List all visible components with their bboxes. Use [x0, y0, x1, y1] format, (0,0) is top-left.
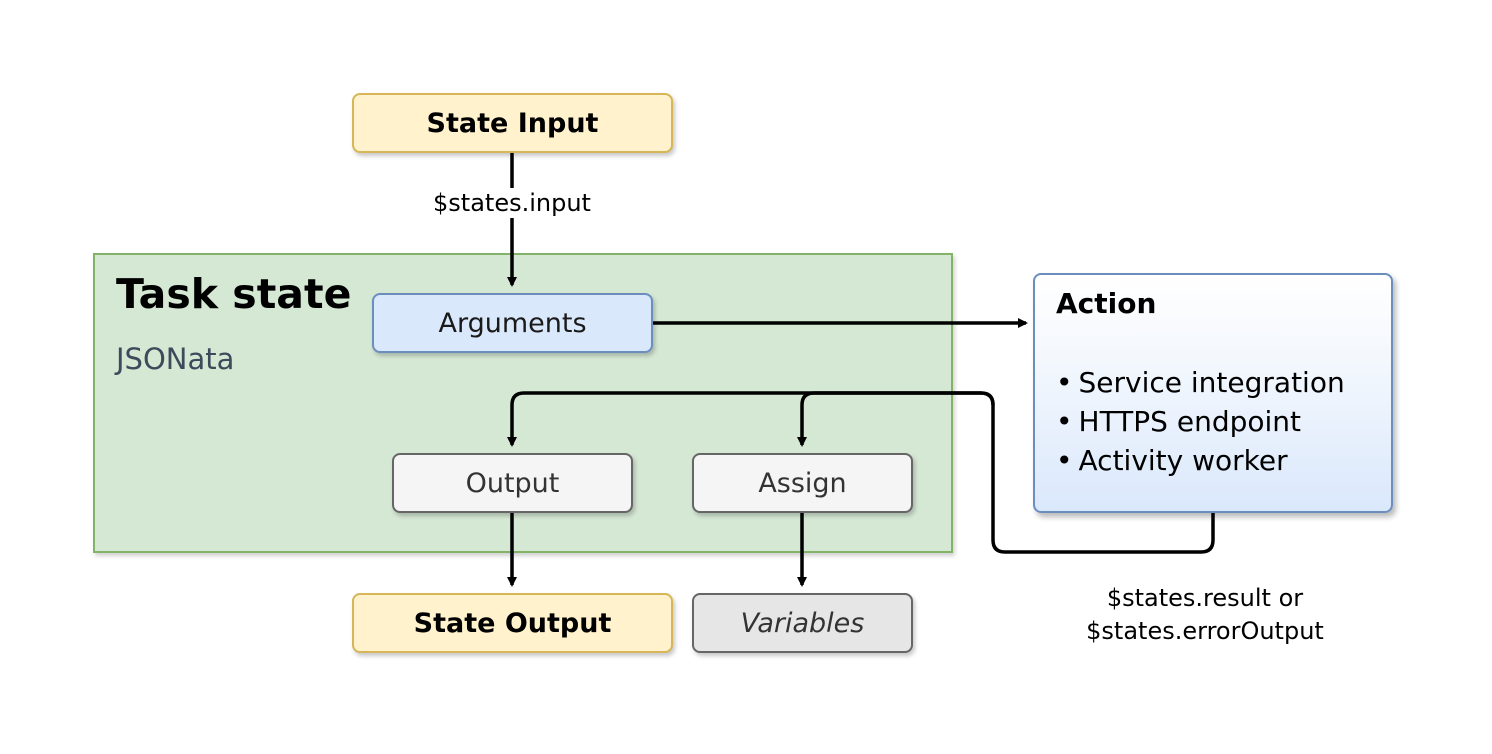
state-input-node: State Input: [352, 93, 673, 153]
output-node: Output: [392, 453, 633, 513]
action-title: Action: [1056, 287, 1157, 320]
edge-label-states-input: $states.input: [426, 188, 598, 218]
state-output-node: State Output: [352, 593, 673, 653]
edge-action-to-assign: [797, 391, 995, 447]
action-list: •Service integration •HTTPS endpoint •Ac…: [1056, 363, 1345, 480]
variables-node: Variables: [692, 593, 913, 653]
edge-label-result-line2: $states.errorOutput: [1086, 617, 1324, 645]
task-state-subtitle: JSONata: [116, 342, 235, 376]
action-list-item: •Activity worker: [1056, 444, 1288, 477]
action-list-item: •HTTPS endpoint: [1056, 405, 1301, 438]
arguments-node: Arguments: [372, 293, 653, 353]
edge-label-result: $states.result or $states.errorOutput: [1060, 582, 1350, 648]
edge-action-to-output: [507, 391, 1215, 554]
task-state-title: Task state: [116, 270, 352, 318]
action-node: [1033, 273, 1393, 513]
action-list-item: •Service integration: [1056, 366, 1345, 399]
edge-label-result-line1: $states.result or: [1106, 584, 1304, 612]
assign-node: Assign: [692, 453, 913, 513]
